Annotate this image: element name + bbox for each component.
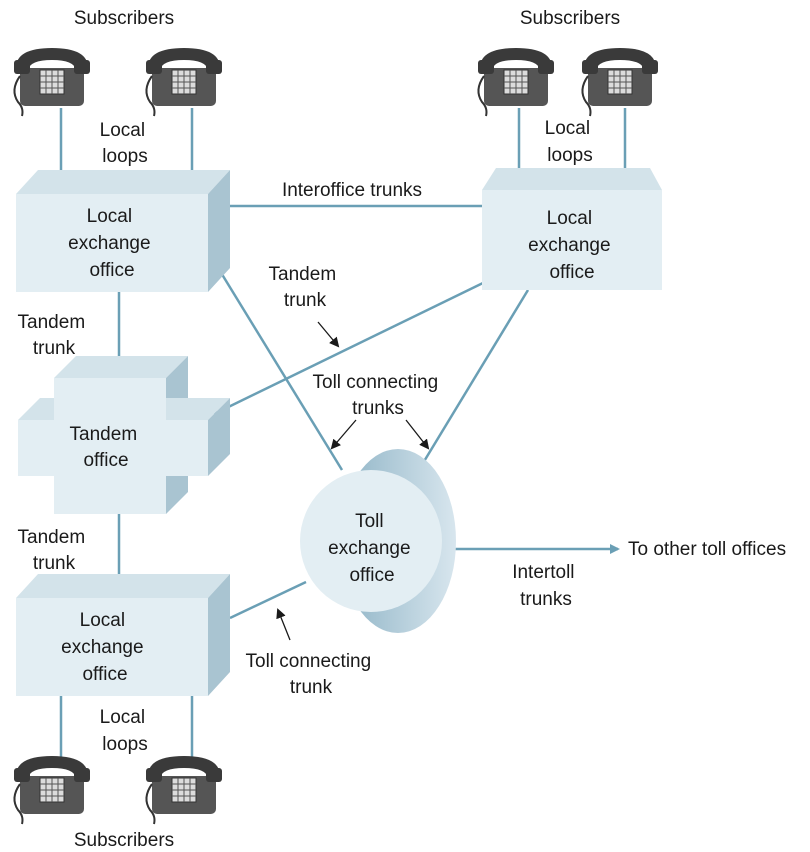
tandem-office bbox=[18, 356, 230, 514]
local-exchange-office-label: Local exchange office bbox=[68, 206, 156, 281]
local-loops-label: Local loops bbox=[100, 707, 151, 755]
telephone-icon bbox=[13, 47, 91, 117]
local-loops-label: Local loops bbox=[100, 120, 151, 167]
tandem-trunk-label: Tandem trunk bbox=[269, 264, 342, 311]
toll-trunk-pointer-bottom bbox=[276, 608, 291, 641]
toll-trunks-pointer-left bbox=[330, 419, 357, 450]
interoffice-trunks-label: Interoffice trunks bbox=[282, 180, 422, 201]
annotation-arrows bbox=[276, 321, 430, 641]
toll-exchange-office-label: Toll exchange office bbox=[328, 511, 416, 586]
local-loops-label: Local loops bbox=[545, 118, 596, 166]
local-exchange-office-label: Local exchange office bbox=[528, 208, 616, 283]
tandem-trunk-label: Tandem trunk bbox=[18, 527, 91, 574]
tandem-trunk-label: Tandem trunk bbox=[18, 312, 91, 359]
toll-trunks-pointer-right bbox=[405, 419, 430, 450]
local-exchange-office-bottom bbox=[16, 574, 230, 696]
subscribers-label: Subscribers bbox=[74, 830, 174, 851]
local-exchange-office-top-right bbox=[482, 168, 662, 290]
toll-connecting-trunks-label: Toll connecting trunks bbox=[313, 372, 444, 419]
telephone-icon bbox=[145, 755, 223, 825]
local-exchange-office-top-left bbox=[16, 170, 230, 292]
toll-connecting-trunk-line bbox=[418, 289, 530, 469]
toll-connecting-trunk-line bbox=[210, 257, 344, 471]
telephone-icon bbox=[581, 47, 659, 117]
tandem-trunk-diagonal-line bbox=[213, 280, 486, 416]
subscribers-label: Subscribers bbox=[74, 8, 174, 29]
telephone-icon bbox=[145, 47, 223, 117]
connection-lines bbox=[59, 108, 627, 768]
tandem-office-label: Tandem office bbox=[70, 424, 143, 471]
subscribers-label: Subscribers bbox=[520, 8, 620, 29]
tandem-trunk-pointer bbox=[317, 321, 340, 348]
toll-connecting-trunk-line bbox=[229, 580, 307, 620]
telephone-icon bbox=[13, 755, 91, 825]
toll-connecting-trunk-label: Toll connecting trunk bbox=[246, 651, 377, 698]
local-exchange-office-label: Local exchange office bbox=[61, 610, 149, 685]
telephone-icon bbox=[477, 47, 555, 117]
intertoll-trunks-label: Intertoll trunks bbox=[512, 562, 580, 610]
toll-exchange-office bbox=[300, 449, 456, 633]
to-other-toll-offices-label: To other toll offices bbox=[628, 539, 786, 560]
